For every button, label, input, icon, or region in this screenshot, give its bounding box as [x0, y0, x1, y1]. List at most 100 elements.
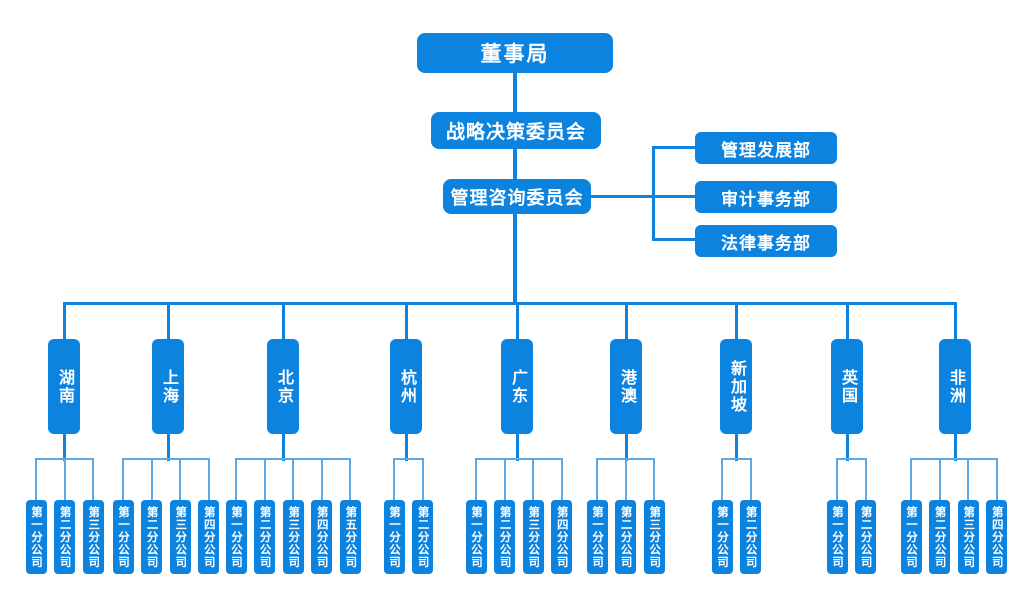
connector-branch-line [911, 458, 997, 460]
org-node-legal-affairs-dept: 法律事务部 [695, 225, 837, 257]
org-node-branch-company: 第二分公司 [494, 500, 516, 574]
org-node-branch-company: 第二分公司 [855, 500, 877, 574]
connector-region-drop [62, 434, 66, 461]
org-node-region: 杭州 [390, 339, 422, 434]
connector-branch-line [722, 458, 751, 460]
connector-leaf-drop [263, 458, 266, 500]
org-node-branch-company: 第二分公司 [412, 500, 434, 574]
connector-leaf-drop [503, 458, 506, 500]
org-node-region: 广东 [501, 339, 533, 434]
connector-leaf-drop [995, 458, 998, 500]
org-node-audit-affairs-dept: 审计事务部 [695, 181, 837, 213]
connector-leaf-drop [63, 458, 66, 500]
org-node-region: 上海 [152, 339, 184, 434]
connector-leaf-drop [560, 458, 563, 500]
org-node-strategy-committee: 战略决策委员会 [431, 112, 601, 149]
connector-staff-stub-top [652, 146, 695, 149]
connector-distributor-stub [845, 302, 849, 339]
org-node-branch-company: 第三分公司 [957, 500, 979, 574]
connector-consulting-to-staff-spine [591, 195, 695, 198]
org-node-branch-company: 第一分公司 [112, 500, 134, 574]
org-node-branch-company: 第一分公司 [900, 500, 922, 574]
connector-leaf-drop [320, 458, 323, 500]
connector-region-drop [734, 434, 738, 461]
org-node-branch-company: 第四分公司 [551, 500, 573, 574]
org-node-branch-company: 第一分公司 [465, 500, 487, 574]
org-node-branch-company: 第二分公司 [54, 500, 76, 574]
connector-leaf-drop [235, 458, 237, 500]
connector-leaf-drop [349, 458, 352, 500]
org-node-branch-company: 第三分公司 [643, 500, 665, 574]
connector-distributor-stub [404, 302, 408, 339]
connector-leaf-drop [624, 458, 627, 500]
connector-branch-line [476, 458, 562, 460]
connector-distributor-stub [281, 302, 285, 339]
org-node-branch-company: 第一分公司 [25, 500, 47, 574]
connector-distributor-stub [953, 302, 957, 339]
connector-leaf-drop [150, 458, 153, 500]
org-node-branch-company: 第四分公司 [986, 500, 1008, 574]
connector-leaf-drop [207, 458, 210, 500]
connector-region-distributor [64, 302, 956, 305]
connector-region-drop [166, 434, 170, 461]
org-node-region: 非洲 [939, 339, 971, 434]
connector-region-drop [281, 434, 285, 461]
org-node-consulting-committee: 管理咨询委员会 [443, 179, 591, 214]
connector-region-drop [845, 434, 849, 461]
org-node-region: 湖南 [48, 339, 80, 434]
org-node-branch-company: 第一分公司 [711, 500, 733, 574]
org-node-branch-company: 第三分公司 [522, 500, 544, 574]
org-node-branch-company: 第一分公司 [826, 500, 848, 574]
org-node-branch-company: 第四分公司 [311, 500, 333, 574]
org-node-region: 英国 [831, 339, 863, 434]
connector-region-drop [953, 434, 957, 461]
connector-branch-line [394, 458, 423, 460]
connector-distributor-stub [515, 302, 519, 339]
connector-leaf-drop [393, 458, 395, 500]
connector-leaf-drop [910, 458, 912, 500]
org-node-branch-company: 第二分公司 [254, 500, 276, 574]
org-node-region: 港澳 [610, 339, 642, 434]
connector-consulting-to-distributor [513, 213, 517, 305]
org-node-branch-company: 第三分公司 [169, 500, 191, 574]
org-node-branch-company: 第三分公司 [82, 500, 104, 574]
connector-board-to-strategy [513, 73, 517, 113]
org-node-branch-company: 第四分公司 [198, 500, 220, 574]
connector-strategy-to-consulting [513, 148, 517, 180]
connector-leaf-drop [532, 458, 535, 500]
connector-leaf-drop [475, 458, 477, 500]
connector-leaf-drop [92, 458, 95, 500]
connector-leaf-drop [35, 458, 37, 500]
org-node-branch-company: 第一分公司 [225, 500, 247, 574]
connector-leaf-drop [122, 458, 124, 500]
org-node-branch-company: 第二分公司 [740, 500, 762, 574]
org-node-region: 新加坡 [720, 339, 752, 434]
org-node-branch-company: 第二分公司 [615, 500, 637, 574]
connector-leaf-drop [179, 458, 182, 500]
connector-region-drop [624, 434, 628, 461]
org-node-branch-company: 第二分公司 [141, 500, 163, 574]
connector-leaf-drop [836, 458, 838, 500]
connector-leaf-drop [938, 458, 941, 500]
connector-region-drop [515, 434, 519, 461]
connector-leaf-drop [292, 458, 295, 500]
connector-distributor-stub [734, 302, 738, 339]
connector-leaf-drop [596, 458, 598, 500]
connector-staff-stub-bottom [652, 238, 695, 241]
org-node-branch-company: 第五分公司 [339, 500, 361, 574]
org-node-branch-company: 第一分公司 [383, 500, 405, 574]
org-node-branch-company: 第二分公司 [929, 500, 951, 574]
connector-region-drop [404, 434, 408, 461]
org-node-region: 北京 [267, 339, 299, 434]
org-node-management-development-dept: 管理发展部 [695, 132, 837, 164]
connector-branch-line [123, 458, 209, 460]
connector-distributor-stub [624, 302, 628, 339]
connector-staff-spine [652, 146, 655, 241]
connector-leaf-drop [967, 458, 970, 500]
connector-leaf-drop [864, 458, 867, 500]
connector-leaf-drop [421, 458, 424, 500]
connector-branch-line [837, 458, 866, 460]
connector-distributor-stub [62, 302, 66, 339]
org-node-branch-company: 第一分公司 [586, 500, 608, 574]
